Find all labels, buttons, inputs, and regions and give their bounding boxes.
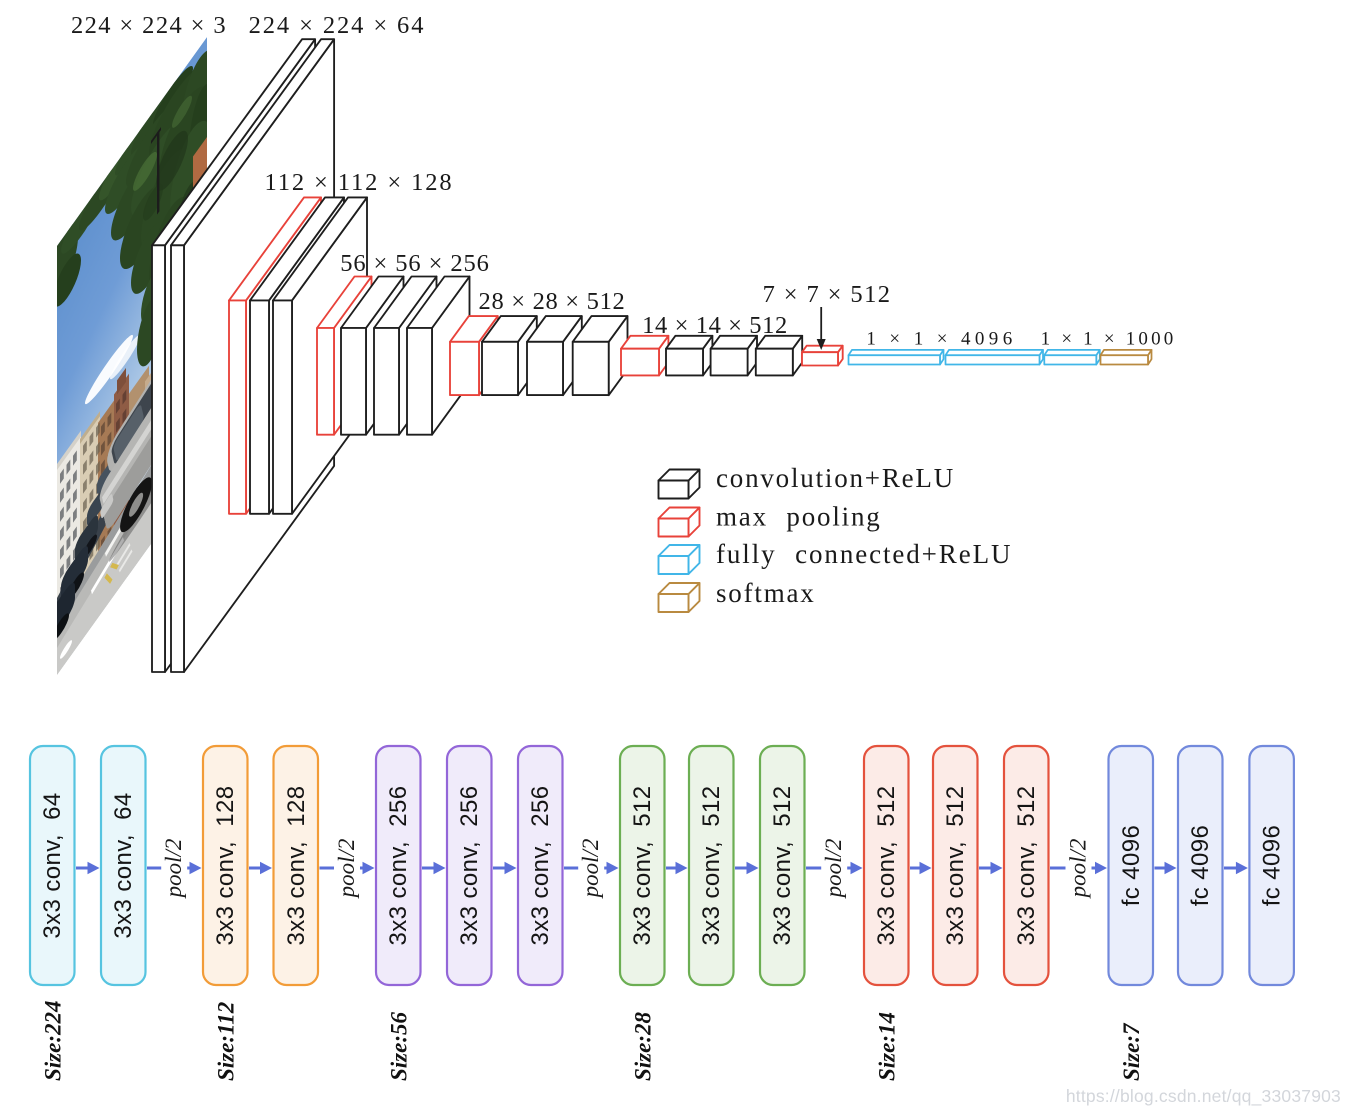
svg-text:fully connected+ReLU: fully connected+ReLU — [716, 539, 1012, 569]
svg-text:112 × 112 × 128: 112 × 112 × 128 — [264, 169, 453, 196]
svg-text:7 × 7 × 512: 7 × 7 × 512 — [763, 281, 892, 308]
svg-text:fc 4096: fc 4096 — [1118, 825, 1145, 907]
svg-text:softmax: softmax — [716, 578, 816, 608]
svg-text:3x3 conv, 256: 3x3 conv, 256 — [456, 786, 483, 946]
svg-text:3x3 conv, 512: 3x3 conv, 512 — [698, 786, 725, 946]
svg-text:3x3 conv, 256: 3x3 conv, 256 — [385, 786, 412, 946]
svg-text:Size:224: Size:224 — [40, 1001, 65, 1082]
svg-text:3x3 conv, 128: 3x3 conv, 128 — [212, 786, 239, 946]
svg-text:https://blog.csdn.net/qq_33037: https://blog.csdn.net/qq_33037903 — [1066, 1086, 1341, 1107]
svg-text:1 × 1 × 4096: 1 × 1 × 4096 — [866, 329, 1016, 350]
svg-text:pool/2: pool/2 — [161, 839, 186, 900]
svg-text:28 × 28 × 512: 28 × 28 × 512 — [479, 288, 626, 315]
svg-text:pool/2: pool/2 — [1066, 839, 1091, 900]
svg-text:56 × 56 × 256: 56 × 56 × 256 — [340, 250, 490, 277]
svg-text:Size:14: Size:14 — [874, 1012, 899, 1081]
svg-text:3x3 conv, 512: 3x3 conv, 512 — [769, 786, 796, 946]
svg-text:Size:56: Size:56 — [386, 1012, 411, 1082]
svg-text:3x3 conv, 64: 3x3 conv, 64 — [110, 792, 137, 938]
svg-text:3x3 conv, 512: 3x3 conv, 512 — [942, 786, 969, 946]
svg-text:3x3 conv, 512: 3x3 conv, 512 — [1013, 786, 1040, 946]
svg-text:fc 4096: fc 4096 — [1187, 825, 1214, 907]
svg-text:3x3 conv, 128: 3x3 conv, 128 — [283, 786, 310, 946]
svg-text:pool/2: pool/2 — [821, 839, 846, 900]
svg-text:224 × 224 × 64: 224 × 224 × 64 — [249, 12, 426, 39]
svg-text:224 × 224 × 3: 224 × 224 × 3 — [71, 12, 227, 39]
svg-text:pool/2: pool/2 — [578, 839, 603, 900]
svg-text:Size:7: Size:7 — [1119, 1022, 1144, 1081]
svg-text:convolution+ReLU: convolution+ReLU — [716, 463, 955, 493]
svg-text:3x3 conv, 512: 3x3 conv, 512 — [629, 786, 656, 946]
svg-text:14 × 14 × 512: 14 × 14 × 512 — [642, 312, 788, 339]
svg-text:pool/2: pool/2 — [334, 839, 359, 900]
svg-text:Size:112: Size:112 — [213, 1002, 238, 1081]
svg-text:3x3 conv, 512: 3x3 conv, 512 — [873, 786, 900, 946]
svg-text:Size:28: Size:28 — [630, 1012, 655, 1082]
svg-text:max pooling: max pooling — [716, 502, 882, 532]
svg-text:fc 4096: fc 4096 — [1259, 825, 1286, 907]
svg-text:3x3 conv, 64: 3x3 conv, 64 — [39, 792, 66, 938]
svg-text:3x3 conv, 256: 3x3 conv, 256 — [527, 786, 554, 946]
svg-text:1 × 1 × 1000: 1 × 1 × 1000 — [1041, 329, 1177, 350]
